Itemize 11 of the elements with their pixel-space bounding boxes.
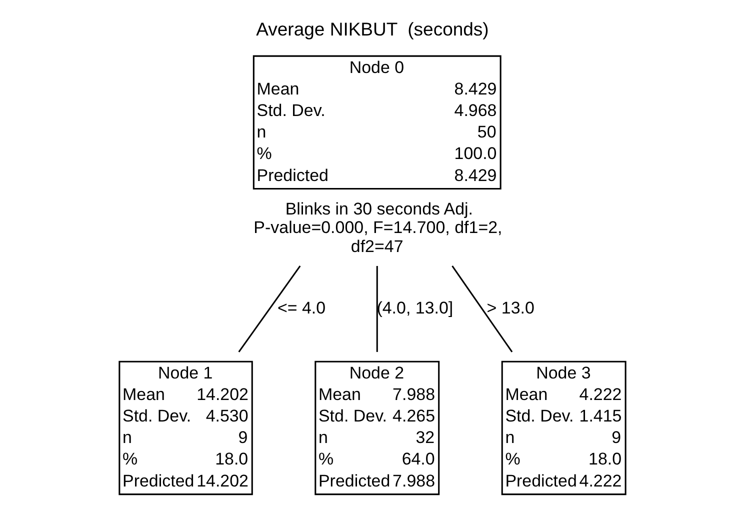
connector: [238, 266, 301, 352]
connector: [376, 266, 378, 352]
diagram-title: Average NIKBUT (seconds): [256, 18, 489, 40]
node-box: Node 0 Mean 8.429 Std. Dev. 4.968 n 50 % 100.0 Predicted 8.429: [252, 55, 502, 190]
connector: [452, 266, 513, 352]
edge-label: > 13.0: [486, 298, 534, 318]
node-label: Blinks in 30 seconds Adj. P-value=0.000, F=14.700, df1=2, df2=47: [254, 200, 502, 256]
node-box: Node 1 Mean 14.202 Std. Dev. 4.530 n 9 % 18.0 Predicted 14.202: [118, 360, 253, 496]
node-box: Node 3 Mean 4.222 Std. Dev. 1.415 n 9 % 18.0 Predicted 4.222: [501, 360, 626, 496]
edge-label: <= 4.0: [277, 298, 326, 318]
node-box: Node 2 Mean 7.988 Std. Dev. 4.265 n 32 % 64.0 Predicted 7.988: [314, 360, 440, 496]
